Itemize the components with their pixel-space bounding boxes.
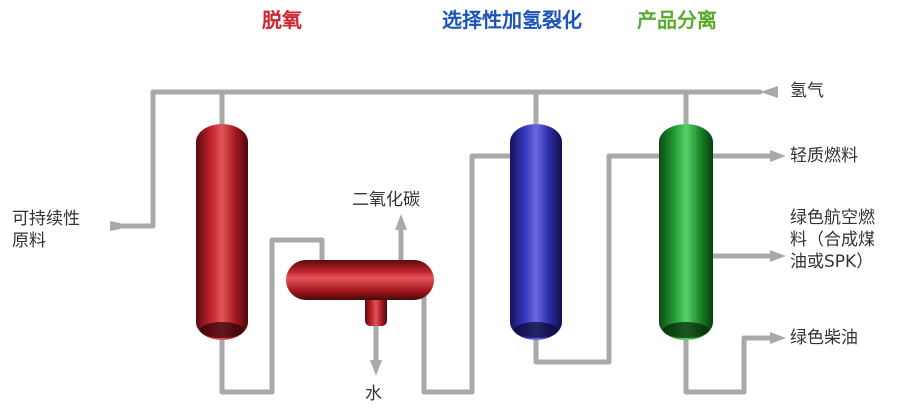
feed-pipe <box>115 89 225 229</box>
feedstock-label: 可持续性 原料 <box>12 208 80 252</box>
co2-arrow <box>395 214 407 230</box>
feedstock-label-line2: 原料 <box>12 231 46 251</box>
feed-inlet-tip <box>110 221 120 231</box>
diesel-arrow <box>770 332 786 344</box>
saf-label-line2: 料（合成煤 <box>790 230 875 250</box>
stage-hydrocracking-title: 选择性加氢裂化 <box>442 8 582 32</box>
gas-liquid-separator <box>286 260 434 300</box>
hydrogen-label: 氢气 <box>790 81 824 101</box>
saf-label-line3: 油或SPK） <box>790 252 874 272</box>
diesel-label: 绿色柴油 <box>790 328 858 348</box>
hydrocracking-reactor <box>510 124 562 340</box>
reactor-to-separator-pipe <box>219 237 325 395</box>
feedstock-label-line1: 可持续性 <box>12 209 80 229</box>
stage-separation-title: 产品分离 <box>637 8 717 32</box>
water-label: 水 <box>365 384 382 404</box>
saf-arrow <box>770 250 786 262</box>
diesel-pipe <box>683 332 775 395</box>
light-fuel-label: 轻质燃料 <box>790 146 858 166</box>
product-fractionator <box>659 124 713 340</box>
light-fuel-arrow <box>770 150 786 162</box>
stage-deoxygenation-title: 脱氧 <box>262 8 302 32</box>
deoxygenation-reactor <box>196 124 248 340</box>
saf-label-line1: 绿色航空燃 <box>790 208 875 228</box>
co2-label: 二氧化碳 <box>352 190 420 210</box>
saf-label: 绿色航空燃 料（合成煤 油或SPK） <box>790 207 875 273</box>
hydrogen-inlet-arrow <box>760 86 778 98</box>
water-arrow <box>370 360 382 376</box>
hydrocracker-to-fractionator-pipe <box>533 153 663 365</box>
